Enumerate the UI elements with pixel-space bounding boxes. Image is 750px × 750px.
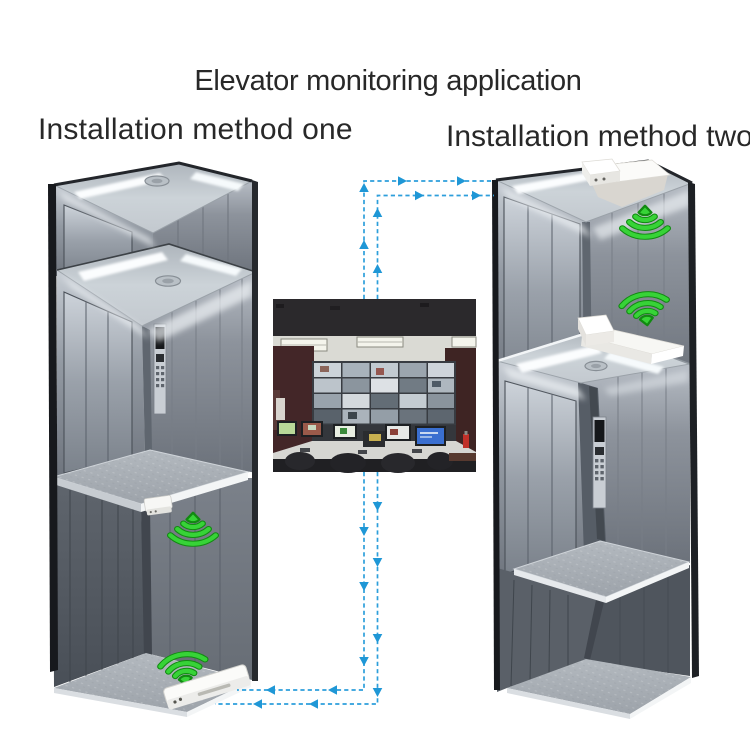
svg-text:Elevator monitoring applicatio: Elevator monitoring application: [194, 65, 581, 97]
svg-text:Installation method one: Installation method one: [38, 113, 353, 146]
svg-text:Installation method two: Installation method two: [446, 120, 750, 153]
